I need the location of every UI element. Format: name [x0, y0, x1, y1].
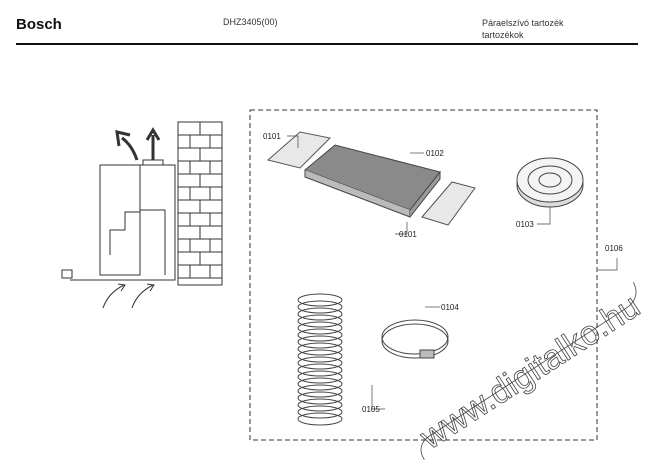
intake-arrows	[102, 283, 155, 309]
label-0103: 0103	[516, 220, 534, 229]
label-0102: 0102	[426, 149, 444, 158]
installation-illustration	[61, 121, 223, 309]
part-0102-filter	[304, 144, 441, 218]
duct-ring	[297, 356, 343, 370]
part-0101-clip-right	[421, 181, 476, 226]
airflow-arrows	[115, 127, 161, 161]
label-0101-left: 0101	[263, 132, 281, 141]
duct-ring	[297, 328, 343, 342]
duct-ring	[297, 321, 343, 335]
duct-ring	[297, 363, 343, 377]
duct-ring	[297, 412, 343, 426]
part-0103-grille	[516, 157, 584, 208]
duct-ring	[297, 307, 343, 321]
duct-ring	[297, 314, 343, 328]
duct-ring	[297, 370, 343, 384]
category-line-2: tartozékok	[482, 30, 524, 40]
duct-ring	[297, 300, 343, 314]
part-0101-clip-left	[266, 131, 332, 169]
duct-ring	[297, 293, 343, 307]
duct-ring	[297, 342, 343, 356]
label-0105: 0105	[362, 405, 380, 414]
duct-ring	[297, 384, 343, 398]
part-0105-flex-duct	[297, 293, 343, 426]
duct-ring	[297, 391, 343, 405]
model-number: DHZ3405(00)	[223, 17, 278, 27]
duct-ring	[297, 398, 343, 412]
duct-ring	[297, 335, 343, 349]
cooker-hood	[61, 159, 176, 281]
label-0106: 0106	[605, 244, 623, 253]
category: Páraelszívó tartozék tartozékok	[482, 17, 564, 41]
brand-name: Bosch	[16, 16, 62, 33]
kit-boundary	[249, 109, 598, 441]
part-0104-hose-clamp	[381, 319, 449, 359]
category-line-1: Páraelszívó tartozék	[482, 18, 564, 28]
brick-wall	[177, 121, 223, 286]
label-0104: 0104	[441, 303, 459, 312]
watermark-text: www.digitalko.hu	[413, 287, 647, 457]
leader-lines	[287, 135, 618, 410]
header-divider	[16, 43, 638, 45]
label-0101-right: 0101	[399, 230, 417, 239]
duct-ring	[297, 349, 343, 363]
duct-ring	[297, 405, 343, 419]
duct-ring	[297, 377, 343, 391]
